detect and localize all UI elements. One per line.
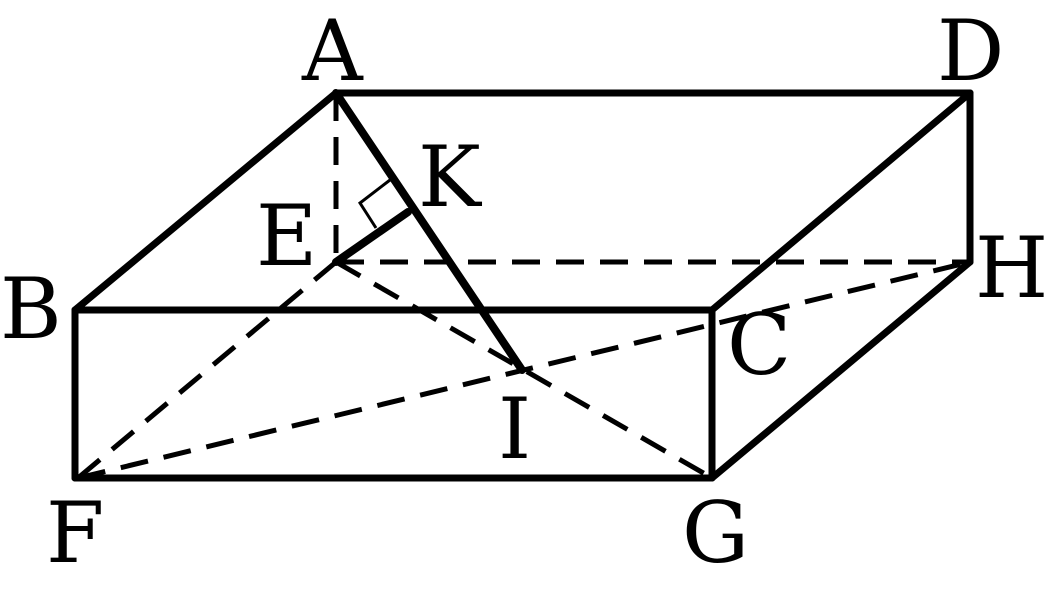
segment-EK: [332, 208, 412, 266]
label-C: C: [727, 296, 791, 394]
edge-AB: [71, 89, 340, 314]
edge-DC: [708, 89, 974, 314]
label-F: F: [46, 484, 104, 582]
edge-GH: [708, 258, 974, 482]
label-K: K: [418, 128, 483, 226]
label-D: D: [937, 2, 1004, 100]
segment-AI: [332, 89, 526, 374]
label-G: G: [682, 484, 749, 582]
right-angle-mark: [357, 178, 391, 229]
label-A: A: [301, 2, 364, 100]
edge-EF: [76, 260, 338, 480]
label-I: I: [498, 380, 531, 478]
label-E: E: [256, 187, 317, 285]
label-B: B: [0, 260, 62, 358]
label-H: H: [975, 219, 1048, 317]
diagonal-EG: [334, 259, 714, 481]
